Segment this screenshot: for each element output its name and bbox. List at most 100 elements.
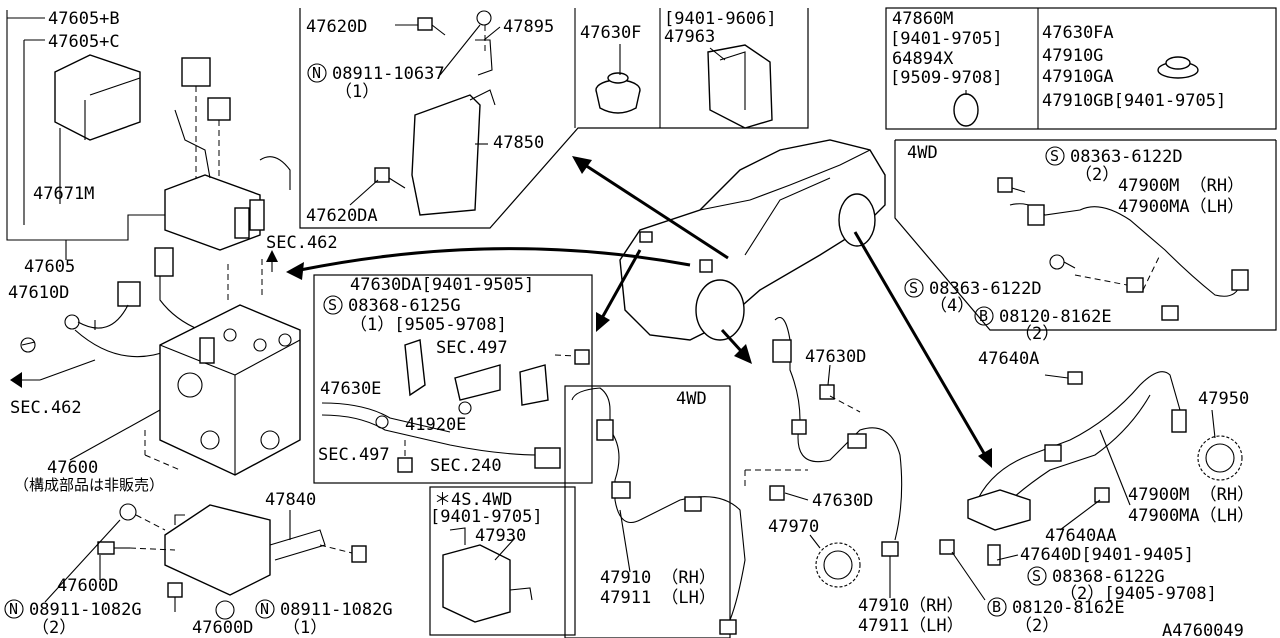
n-marker-text-b: N (9, 600, 18, 618)
sensor-ring-47950-part (1197, 435, 1243, 481)
frame-lines (6, 7, 1277, 638)
bracket-47963-part (707, 44, 773, 129)
s-marker-text-b: S (909, 279, 918, 297)
label-47600d-a: 47600D (57, 576, 118, 596)
label-sec462-upper: SEC.462 (266, 233, 338, 253)
bracket-harness-middle (321, 339, 590, 473)
label-47970: 47970 (768, 517, 819, 537)
s-marker-a (1045, 146, 1065, 166)
label-qty-2a: （2） (1075, 165, 1119, 185)
label-47630f: 47630F (580, 23, 641, 43)
front-sensor-harness (571, 387, 746, 635)
label-47671m: 47671M (33, 184, 94, 204)
label-qty-2b: （2） (1015, 324, 1059, 344)
label-47600: 47600 (47, 458, 98, 478)
rear-sensor-harness-lower (939, 371, 1187, 566)
label-08368-6122g: 08368-6122G (1052, 567, 1165, 587)
label-sec497-a: SEC.497 (436, 338, 508, 358)
label-41920e: 41920E (405, 415, 466, 435)
n-marker-text-a: N (312, 64, 321, 82)
label-47910ga: 47910GA (1042, 67, 1114, 87)
label-47630da: 47630DA[9401-9505] (350, 275, 534, 295)
left-arrows (10, 250, 278, 388)
vehicle-outline (619, 139, 886, 341)
label-47900ma-lh-a: 47900MA（LH） (1118, 197, 1244, 217)
label-sec497-b: SEC.497 (318, 445, 390, 465)
label-47900m-rh-b: 47900M （RH） (1128, 485, 1254, 505)
label-08911-1082g-a: 08911-1082G (29, 600, 142, 620)
label-4wd-right: 4WD (907, 143, 938, 163)
label-47910gb: 47910GB[9401-9705] (1042, 91, 1226, 111)
label-47850: 47850 (493, 133, 544, 153)
label-47630d-a: 47630D (805, 347, 866, 367)
label-47910-rh-a: 47910 （RH） (600, 568, 716, 588)
grommet-47630F-part (595, 72, 641, 114)
label-47911-lh-a: 47911 （LH） (600, 588, 716, 608)
label-08120-8162e-a: 08120-8162E (999, 307, 1112, 327)
label-08363-6122d-a: 08363-6122D (1070, 147, 1183, 167)
s-marker-b (904, 278, 924, 298)
label-47910g: 47910G (1042, 46, 1103, 66)
n-marker-text-c: N (260, 600, 269, 618)
label-47840: 47840 (265, 490, 316, 510)
label-qty-1-range: （1）[9505-9708] (350, 315, 507, 335)
label-47605-c: 47605+C (48, 32, 120, 52)
s-marker-c (323, 295, 343, 315)
diagram-id: A4760049 (1162, 621, 1244, 638)
rear-sensor-harness-center (744, 316, 903, 557)
label-47911-lh-b: 47911（LH） (858, 616, 964, 636)
s-marker-d (1027, 566, 1047, 586)
label-47910-rh-b: 47910（RH） (858, 596, 964, 616)
label-range-9401-9606: [9401-9606] (664, 9, 777, 29)
label-47895: 47895 (503, 17, 554, 37)
b-marker-b (987, 597, 1007, 617)
label-sec462-lower: SEC.462 (10, 398, 82, 418)
abs-actuator-part (144, 255, 301, 476)
label-47963: 47963 (664, 27, 715, 47)
label-47630fa: 47630FA (1042, 23, 1114, 43)
label-08363-6122d-b: 08363-6122D (929, 279, 1042, 299)
label-range-9401-9705-a: [9401-9705] (890, 29, 1003, 49)
label-qty-2-range: （2）[9405-9708] (1060, 584, 1217, 604)
b-marker-a (974, 306, 994, 326)
label-4wd-center: 4WD (676, 389, 707, 409)
label-47600d-b: 47600D (192, 618, 253, 638)
label-47640d: 47640D[9401-9405] (1020, 545, 1194, 565)
label-qty-2d: （2） (32, 618, 76, 638)
clip-47630FA-part (953, 56, 1199, 127)
n-marker-b (4, 599, 24, 619)
label-64894x: 64894X (892, 49, 954, 69)
label-08911-1082g-b: 08911-1082G (280, 600, 393, 620)
sensor-unit-47850-part (374, 10, 496, 216)
label-08368-6125g: 08368-6125G (348, 296, 461, 316)
bracket-47840-part (97, 503, 367, 620)
label-leaders (44, 24, 1216, 603)
label-08911-10637: 08911-10637 (332, 64, 445, 84)
sensor-ring-47970-part (815, 542, 861, 588)
label-47930: 47930 (475, 526, 526, 546)
label-qty-1b: （1） (283, 618, 327, 638)
label-47900ma-lh-b: 47900MA（LH） (1128, 506, 1254, 526)
label-47620da: 47620DA (306, 206, 378, 226)
label-47950: 47950 (1198, 389, 1249, 409)
labels: 47605+B 47605+C 47671M 47605 47610D SEC.… (4, 9, 1254, 638)
label-4s-4wd: ＊4S.4WD (434, 490, 512, 510)
label-qty-1a: （1） (335, 82, 379, 102)
n-marker-08911-10637 (307, 63, 327, 83)
label-47630e: 47630E (320, 379, 381, 399)
label-sec240: SEC.240 (430, 456, 502, 476)
label-47640aa: 47640AA (1045, 526, 1117, 546)
label-47600-note: （構成部品は非販売） (14, 476, 164, 494)
s-marker-text-d: S (1032, 567, 1041, 585)
rear-sensor-harness-upper (997, 177, 1249, 321)
label-47605: 47605 (24, 257, 75, 277)
label-qty-4a: （4） (930, 296, 974, 316)
relay-box-part (54, 54, 231, 185)
label-qty-2c: （2） (1015, 616, 1059, 636)
s-marker-text-a: S (1050, 147, 1059, 165)
label-range-9401-9705-b: [9401-9705] (430, 507, 543, 527)
label-47620d: 47620D (306, 17, 367, 37)
label-range-9509-9708: [9509-9708] (890, 68, 1003, 88)
